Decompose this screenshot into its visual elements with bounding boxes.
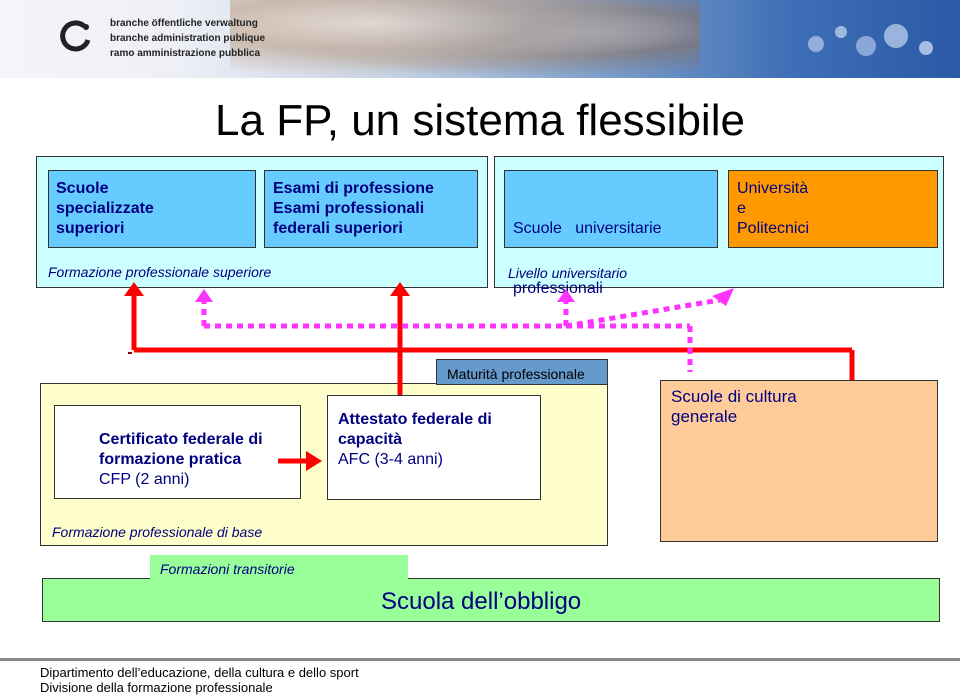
livello-universitario-label: Livello universitario	[508, 265, 628, 281]
footer: Dipartimento dell’educazione, della cult…	[0, 661, 960, 696]
maturita-label: Maturità professionale	[447, 366, 585, 382]
header-banner: branche öffentliche verwaltung branche a…	[0, 0, 960, 78]
cultura-line-2: generale	[671, 407, 738, 426]
cfp-line-1: Certificato federale di	[99, 431, 263, 448]
afc-line-3: AFC (3-4 anni)	[338, 451, 443, 468]
universita-box: Università e Politecnici	[728, 170, 938, 248]
esami-box: Esami di professione Esami professionali…	[264, 170, 478, 248]
magenta-dashed-arrows	[201, 297, 721, 372]
org-line-1: branche öffentliche verwaltung	[110, 18, 258, 29]
universita-line-2: e	[737, 200, 746, 217]
scuole-specializzate-line-3: superiori	[56, 220, 125, 237]
scuole-cultura-box: Scuole di cultura generale	[660, 380, 938, 542]
cfp-line-2: formazione pratica	[99, 451, 242, 468]
cultura-line-1: Scuole di cultura	[671, 387, 797, 406]
cfp-line-3: CFP (2 anni)	[99, 471, 190, 488]
header-photo	[230, 0, 700, 78]
universita-line-1: Università	[737, 180, 809, 197]
scuole-specializzate-box: Scuole specializzate superiori	[48, 170, 256, 248]
page-title: La FP, un sistema flessibile	[215, 96, 745, 145]
universita-line-3: Politecnici	[737, 220, 810, 237]
maturita-label-box: Maturità professionale	[436, 359, 608, 385]
esami-line-2: Esami professionali	[273, 200, 425, 217]
scuola-obbligo-box: Scuola dell’obbligo	[42, 578, 940, 622]
formazione-base-label: Formazione professionale di base	[52, 524, 263, 540]
scuole-universitarie-box: Scuole universitarie professionali	[504, 170, 718, 297]
magenta-arrow-heads	[195, 288, 734, 306]
esami-line-3: federali superiori	[273, 220, 403, 237]
org-name: branche öffentliche verwaltung branche a…	[110, 16, 265, 61]
esami-line-1: Esami di professione	[273, 180, 434, 197]
footer-line-1: Dipartimento dell’educazione, della cult…	[40, 665, 359, 680]
cfp-box: Certificato federale di formazione prati…	[54, 405, 301, 499]
formazione-superiore-label: Formazione professionale superiore	[48, 264, 272, 280]
logo-icon	[60, 20, 91, 52]
afc-line-1: Attestato federale di	[338, 411, 492, 428]
scuole-specializzate-line-2: specializzate	[56, 200, 154, 217]
formazioni-transitorie-box: Formazioni transitorie	[150, 555, 408, 582]
org-line-2: branche administration publique	[110, 33, 266, 44]
scuole-specializzate-line-1: Scuole	[56, 180, 109, 197]
scuola-obbligo-label: Scuola dell’obbligo	[381, 588, 582, 615]
formazioni-transitorie-label: Formazioni transitorie	[160, 561, 295, 577]
scuole-universitarie-line-2: professionali	[513, 280, 603, 297]
scuole-universitarie-line-1: Scuole universitarie	[513, 220, 662, 237]
org-line-3: ramo amministrazione pubblica	[110, 48, 261, 59]
bubble-icons	[808, 24, 933, 56]
afc-line-2: capacità	[338, 431, 403, 448]
footer-line-2: Divisione della formazione professionale	[40, 680, 273, 695]
afc-box: Attestato federale di capacità AFC (3-4 …	[327, 395, 541, 500]
footer-divider	[0, 658, 960, 661]
red-arrow-network	[124, 282, 855, 471]
